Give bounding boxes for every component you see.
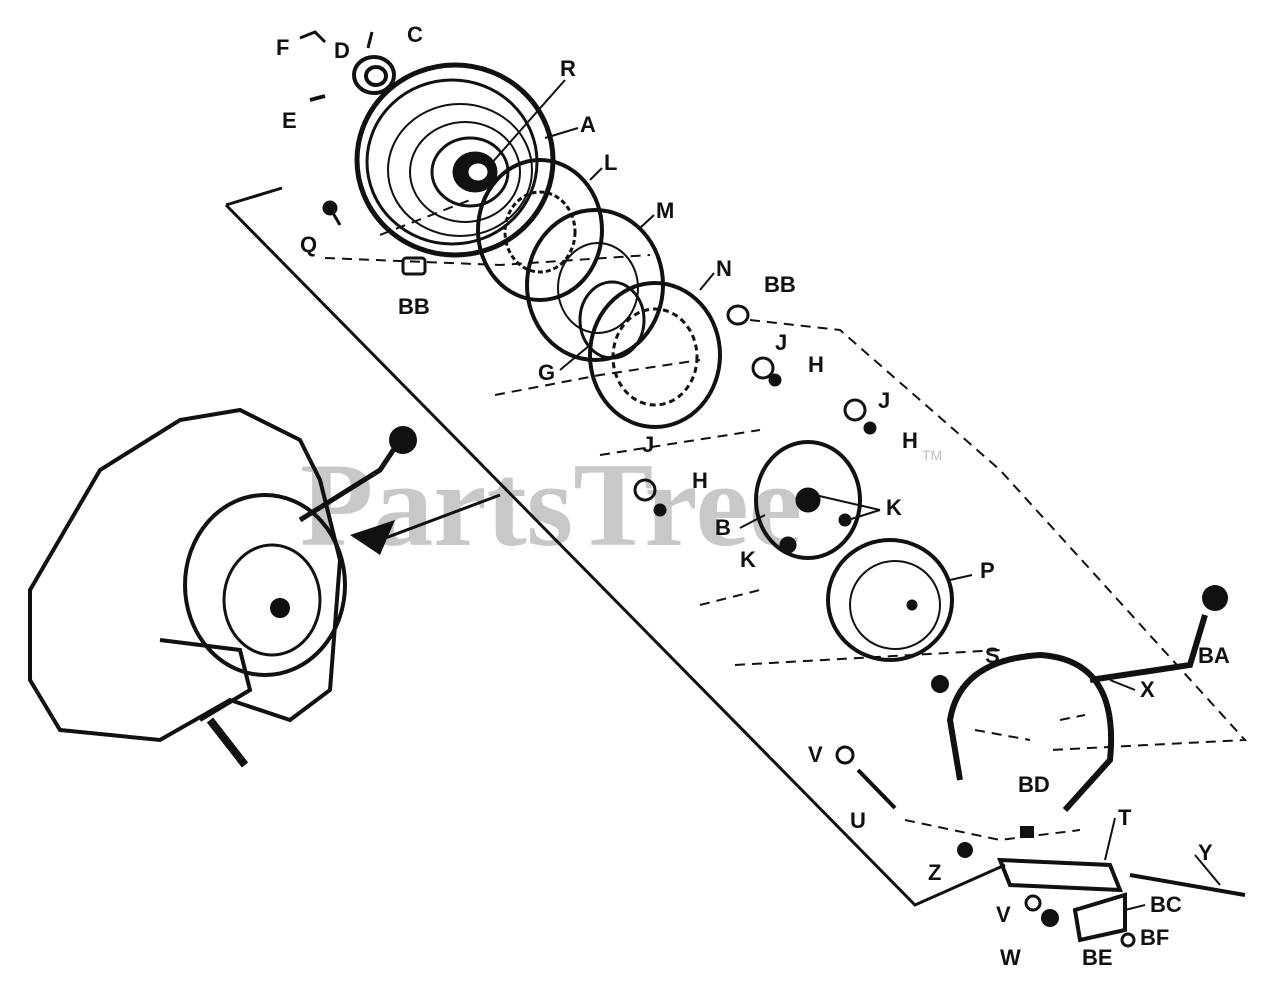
- label-h-2: H: [902, 428, 918, 453]
- label-k-2: K: [740, 547, 756, 572]
- label-x: X: [1140, 677, 1155, 702]
- label-e: E: [282, 108, 297, 133]
- part-b-carrier: [754, 440, 862, 560]
- label-a: A: [580, 112, 596, 137]
- part-v-washer-1: [835, 745, 855, 765]
- label-p: P: [980, 558, 995, 583]
- part-q-bolt: [322, 200, 342, 226]
- part-w-nut: [1041, 909, 1059, 927]
- label-ba: BA: [1198, 643, 1230, 668]
- exploded-view-frame: [224, 186, 1006, 907]
- assembled-transmission: [28, 407, 417, 768]
- part-t-bracket: [996, 857, 1124, 893]
- part-v-washer-2: [1024, 894, 1042, 912]
- label-t: T: [1118, 805, 1132, 830]
- label-c: C: [407, 22, 423, 47]
- label-bb-left: BB: [398, 294, 430, 319]
- part-bc-plate: [1072, 892, 1127, 943]
- watermark-trademark: TM: [922, 447, 942, 463]
- label-j-2: J: [878, 388, 890, 413]
- part-bd-screw: [1020, 826, 1034, 838]
- part-f-clip: [299, 30, 327, 44]
- label-u: U: [850, 808, 866, 833]
- label-h-1: H: [808, 352, 824, 377]
- label-y: Y: [1198, 840, 1213, 865]
- part-j-pinion-1: [751, 356, 782, 387]
- part-ba-knob: [1202, 585, 1228, 611]
- part-c-collar: [352, 55, 396, 95]
- part-be-washer: [1120, 932, 1136, 948]
- part-a-drum: [354, 62, 556, 258]
- label-h-3: H: [692, 468, 708, 493]
- part-e-key: [309, 94, 326, 102]
- label-r: R: [560, 56, 576, 81]
- part-j-pinion-3: [633, 478, 667, 517]
- label-f: F: [276, 35, 289, 60]
- part-x-brake-band: [946, 614, 1208, 813]
- label-d: D: [334, 38, 350, 63]
- label-bf: BF: [1140, 925, 1169, 950]
- label-l: L: [604, 150, 617, 175]
- part-z-nut: [957, 842, 973, 858]
- part-bb-fitting-right: [726, 304, 750, 326]
- label-m: M: [656, 198, 674, 223]
- label-bc: BC: [1150, 892, 1182, 917]
- label-b: B: [715, 515, 731, 540]
- part-labels: F D C E R A L M N Q BB BB G J H J H J H …: [276, 22, 1230, 970]
- label-bd: BD: [1018, 772, 1050, 797]
- label-w: W: [1000, 945, 1021, 970]
- part-d-pin: [366, 31, 374, 49]
- label-q: Q: [300, 232, 317, 257]
- dashed-guide-lines: [324, 199, 1248, 842]
- label-j-1: J: [775, 330, 787, 355]
- part-y-rod: [1129, 873, 1246, 897]
- label-z: Z: [928, 860, 941, 885]
- part-u-bolt: [856, 768, 897, 810]
- part-l-ring-gear: [476, 158, 604, 302]
- label-bb-right: BB: [764, 272, 796, 297]
- label-k-1: K: [886, 495, 902, 520]
- part-n-ring-gear: [588, 281, 722, 429]
- label-n: N: [716, 256, 732, 281]
- label-be: BE: [1082, 945, 1113, 970]
- part-p-cover: [826, 538, 954, 662]
- label-v-1: V: [808, 742, 823, 767]
- leader-lines: [489, 79, 1221, 911]
- label-s: S: [985, 643, 1000, 668]
- label-g: G: [538, 360, 555, 385]
- part-s-nut: [931, 675, 949, 693]
- label-j-3: J: [642, 432, 654, 457]
- part-bb-fitting-left: [401, 256, 427, 276]
- callout-arrow: [350, 493, 501, 555]
- label-v-2: V: [996, 902, 1011, 927]
- part-j-pinion-2: [843, 398, 877, 435]
